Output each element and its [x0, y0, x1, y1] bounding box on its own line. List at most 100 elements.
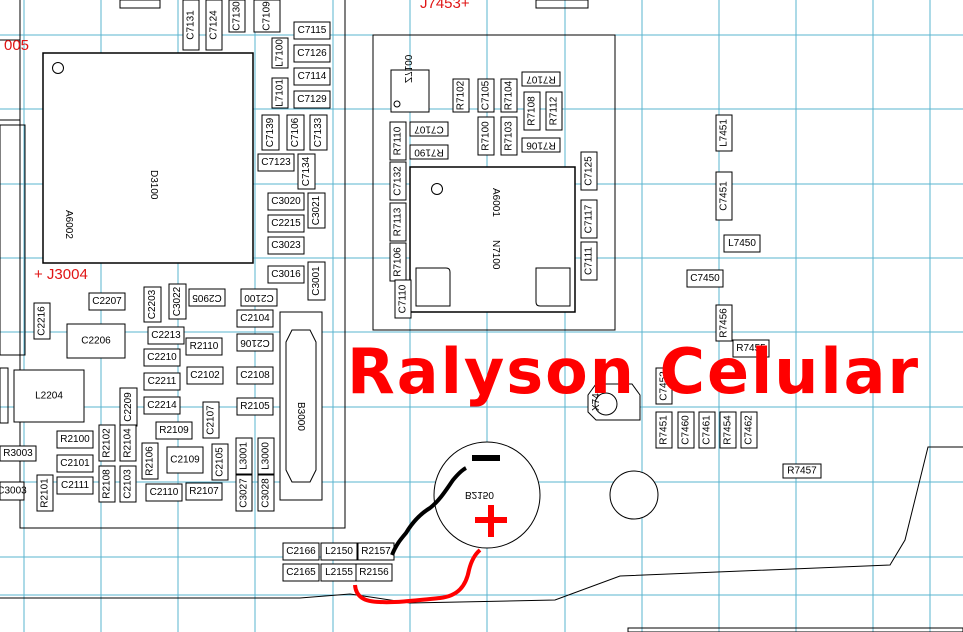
component-c7450: C7450	[686, 269, 724, 288]
component-l3001-label: L3001	[239, 442, 250, 470]
component-c2105-label: C2105	[215, 447, 226, 477]
component-r7113-label: R7113	[393, 207, 404, 236]
component-c2215: C2215	[267, 214, 305, 233]
component-c2108: C2108	[236, 366, 274, 385]
component-c3020: C3020	[267, 192, 305, 211]
part-b3000-label: B3000	[295, 402, 306, 431]
component-l7101-label: L7101	[275, 79, 286, 107]
component-c2203: C2203	[143, 286, 162, 323]
component-r2109: R2109	[155, 421, 193, 440]
component-r2104: R2104	[119, 424, 137, 462]
component-l7100: L7100	[271, 37, 289, 69]
component-r2105: R2105	[236, 397, 274, 416]
component-c7134-label: C7134	[301, 156, 312, 186]
component-r2100: R2100	[56, 430, 94, 449]
component-c2213-label: C2213	[151, 330, 181, 341]
component-l2155: L2155	[320, 563, 358, 582]
component-c2206: C2206	[66, 323, 126, 359]
component-r7451-label: R7451	[659, 415, 670, 445]
component-c7106: C7106	[286, 114, 305, 151]
component-c2107-label: C2107	[206, 405, 217, 435]
component-l2150-label: L2150	[325, 546, 353, 557]
component-c2214-label: C2214	[147, 400, 177, 411]
component-c2110-label: C2110	[150, 487, 179, 498]
component-r2108-label: R2108	[102, 469, 113, 499]
component-r2101: R2101	[36, 474, 54, 512]
component-r2102: R2102	[98, 424, 116, 462]
component-c7134: C7134	[297, 153, 316, 190]
component-c3028-label: C3028	[261, 478, 272, 508]
component-c7123: C7123	[257, 153, 295, 172]
component-c2211-label: C2211	[148, 376, 177, 387]
component-c2103-label: C2103	[123, 469, 134, 499]
component-r7110: R7110	[389, 121, 407, 161]
component-c7105-label: C7105	[481, 80, 492, 110]
component-c2102: C2102	[186, 366, 224, 385]
component-c2166-label: C2166	[286, 546, 316, 557]
component-c7115: C7115	[293, 21, 331, 40]
component-r2157: R2157	[357, 542, 395, 561]
component-c3016: C3016	[267, 265, 305, 284]
component-c2213: C2213	[147, 326, 185, 345]
component-c7117-label: C7117	[584, 204, 595, 233]
component-c2210: C2210	[143, 348, 181, 367]
component-r7457: R7457	[782, 463, 822, 479]
component-c2106-label: C2106	[240, 337, 270, 348]
watermark-text: Ralyson Celular	[347, 335, 920, 408]
component-r7112: R7112	[545, 91, 563, 131]
component-r2157-label: R2157	[361, 546, 391, 557]
component-c7461-label: C7461	[702, 415, 713, 445]
component-r7106b: R7106	[389, 242, 407, 282]
component-c2102-label: C2102	[190, 370, 220, 381]
grid-ref-left: 005	[4, 37, 29, 54]
component-c7125-label: C7125	[584, 156, 595, 186]
component-c2110: C2110	[145, 483, 183, 502]
chip-d3100-label: D3100	[148, 170, 159, 200]
component-c7133: C7133	[309, 114, 328, 151]
component-c2210-label: C2210	[147, 352, 177, 363]
component-c7105: C7105	[477, 78, 495, 113]
component-r7456-label: R7456	[719, 308, 730, 338]
component-c2105: C2105	[211, 443, 229, 481]
battery-ref-label: B2150	[465, 489, 494, 500]
component-c7460: C7460	[677, 411, 695, 449]
component-c7109: C7109	[253, 0, 281, 33]
component-c2103: C2103	[119, 465, 137, 503]
component-c7114-label: C7114	[298, 71, 327, 82]
component-r3003-label: R3003	[3, 448, 33, 459]
component-c7462: C7462	[740, 411, 758, 449]
component-c7125: C7125	[580, 151, 598, 191]
component-c2209-label: C2209	[123, 392, 134, 422]
component-c7117: C7117	[580, 199, 598, 239]
chip-n7100-label: N7100	[490, 240, 501, 270]
component-c3027-label: C3027	[239, 478, 250, 508]
component-c7114: C7114	[293, 67, 331, 86]
component-c2100-label: C2100	[244, 292, 274, 303]
component-c7130: C7130	[228, 0, 246, 33]
fiducial-circle	[609, 470, 659, 520]
component-c3022: C3022	[168, 283, 187, 320]
component-l3001: L3001	[235, 437, 253, 475]
chip-a6002-label: A6002	[63, 210, 74, 239]
component-c7132: C7132	[389, 161, 407, 201]
component-c3003: C3003	[0, 481, 27, 501]
component-c7131: C7131	[182, 0, 200, 51]
component-c3021: C3021	[307, 192, 326, 229]
component-c3001-label: C3001	[311, 266, 322, 296]
component-c2166: C2166	[282, 542, 320, 561]
component-c7130-label: C7130	[232, 1, 243, 31]
component-r2104-label: R2104	[123, 428, 134, 458]
component-c2203-label: C2203	[147, 289, 158, 319]
component-c7451: C7451	[715, 171, 733, 221]
crystal-z7100-label: Z7100	[402, 54, 413, 83]
component-l2155-label: L2155	[325, 567, 353, 578]
component-r7103: R7103	[500, 116, 518, 156]
component-c2101: C2101	[56, 454, 94, 473]
component-c3022-label: C3022	[172, 286, 183, 316]
component-c3003-label: C3003	[0, 486, 27, 497]
component-c2108-label: C2108	[240, 370, 270, 381]
component-c7126-label: C7126	[297, 48, 327, 59]
